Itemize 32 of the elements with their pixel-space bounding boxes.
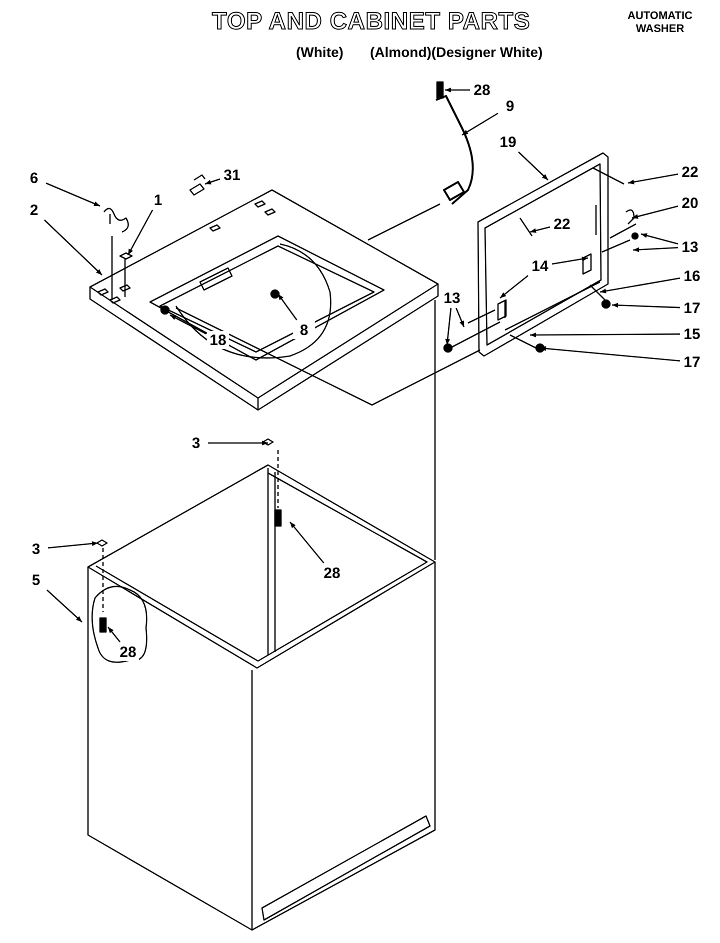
label-text: AUTOMATIC WASHER xyxy=(626,10,694,36)
leader-arrow xyxy=(46,182,100,207)
leader-arrow xyxy=(445,308,452,346)
leader-arrow xyxy=(600,277,680,294)
leader-arrow xyxy=(108,626,120,642)
callout-number: 8 xyxy=(293,321,315,339)
leader-arrow xyxy=(640,233,678,244)
leader-arrow xyxy=(204,178,220,185)
leader-arrow xyxy=(628,173,678,184)
leader-arrow xyxy=(518,152,548,180)
leader-arrow xyxy=(127,210,154,256)
label-text: (Almond)(Designer White) xyxy=(370,43,544,62)
leader-arrow xyxy=(612,302,680,308)
leader-arrow xyxy=(170,314,206,334)
leader-arrow xyxy=(500,275,528,298)
callout-number: 18 xyxy=(207,331,229,349)
leader-arrow xyxy=(462,112,498,136)
leader-arrow xyxy=(48,541,98,548)
title: TOP AND CABINET PARTS xyxy=(212,7,530,37)
leader-arrow xyxy=(290,522,324,564)
leader-arrow xyxy=(530,332,680,338)
leader-arrow xyxy=(552,256,588,265)
leader-arrow xyxy=(46,590,82,622)
leader-arrow xyxy=(530,226,550,233)
leader-arrow xyxy=(632,246,678,252)
leader-arrow xyxy=(456,308,465,328)
leader-arrow xyxy=(445,88,470,92)
label-text: (White) xyxy=(296,43,344,62)
leader-arrow xyxy=(44,220,102,276)
leader-arrow xyxy=(277,294,298,320)
leader-arrow xyxy=(208,440,268,446)
leader-arrow xyxy=(632,205,678,219)
